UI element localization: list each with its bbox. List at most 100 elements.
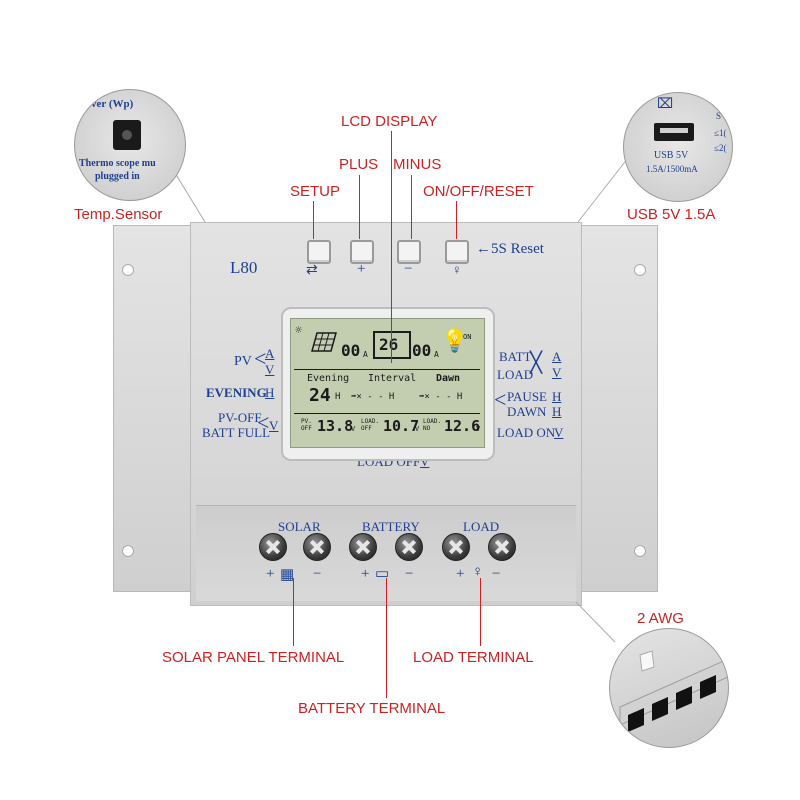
load-on-indicator: ON bbox=[463, 333, 472, 341]
lcd-screen: ☼ 00 A 26 00 A 💡 ON Evening Interval Daw… bbox=[290, 318, 485, 448]
sun-icon: ☼ bbox=[295, 323, 303, 337]
evening-label: EVENING bbox=[206, 385, 267, 400]
bracket-icon: < bbox=[257, 410, 270, 435]
dawn-header: Dawn bbox=[436, 373, 461, 384]
battery-level-value: 26 bbox=[379, 335, 399, 354]
pv-current-unit: A bbox=[363, 350, 368, 359]
setup-callout: SETUP bbox=[290, 183, 341, 200]
bracket-icon: < bbox=[254, 346, 267, 371]
callout-line bbox=[386, 578, 387, 698]
left-mounting-ear bbox=[113, 225, 195, 592]
battery-terminal-callout: BATTERY TERMINAL bbox=[298, 700, 446, 717]
bracket-icon: < bbox=[494, 387, 507, 412]
right-mounting-ear bbox=[576, 225, 658, 592]
load-label: LOAD bbox=[497, 367, 534, 382]
battery-level-box bbox=[373, 331, 411, 359]
inset-text: USB 5V bbox=[654, 150, 689, 161]
pv-unit-v: V bbox=[265, 362, 275, 377]
minus-callout: MINUS bbox=[393, 156, 442, 173]
pv-label: PV bbox=[234, 354, 252, 369]
solar-panel-icon: ▦ bbox=[280, 567, 295, 583]
solar-terminal-label: SOLAR bbox=[278, 519, 321, 534]
model-label: L80 bbox=[230, 258, 258, 277]
usb-callout: USB 5V 1.5A bbox=[627, 206, 716, 223]
battery-terminal-label: BATTERY bbox=[362, 519, 420, 534]
bulb-icon: 💡 bbox=[441, 329, 469, 354]
bulb-icon: ♀ bbox=[472, 564, 484, 580]
dc-jack-icon bbox=[113, 120, 141, 150]
load-current-value: 00 bbox=[412, 341, 432, 360]
usb-port-icon bbox=[654, 123, 694, 141]
load-on-label: LOAD ON bbox=[497, 425, 556, 440]
minus-sign: − bbox=[404, 261, 413, 277]
pv-off-label: PV-OFF bbox=[218, 410, 262, 425]
solar-negative-screw[interactable] bbox=[303, 533, 331, 561]
reset-hint: ←5S Reset bbox=[476, 241, 544, 257]
voltage-unit: V bbox=[351, 425, 356, 433]
lcd-divider bbox=[294, 413, 480, 414]
lcd-divider bbox=[294, 369, 480, 370]
setup-arrows-icon: ⇄ bbox=[306, 263, 318, 278]
load-terminal-callout: LOAD TERMINAL bbox=[413, 649, 534, 666]
interval-header: Interval bbox=[368, 373, 417, 384]
pv-current-value: 00 bbox=[341, 341, 361, 360]
pause-label: PAUSE bbox=[507, 389, 547, 404]
battery-negative-screw[interactable] bbox=[395, 533, 423, 561]
mounting-hole bbox=[634, 545, 646, 557]
callout-line bbox=[456, 201, 457, 239]
solar-panel-icon bbox=[311, 332, 337, 352]
voltage-unit: V bbox=[476, 425, 481, 433]
inset-text: 1.5A/1500mA bbox=[646, 164, 698, 174]
plus-sign: + bbox=[361, 566, 370, 582]
callout-line bbox=[480, 578, 481, 646]
awg-terminal-inset bbox=[609, 628, 729, 748]
recycle-bin-icon: ⌧ bbox=[657, 97, 674, 112]
load-off-unit: V bbox=[420, 454, 430, 469]
evening-unit: H bbox=[265, 385, 275, 400]
mounting-hole bbox=[122, 545, 134, 557]
pause-unit: H bbox=[552, 389, 562, 404]
usb-inset: ⌧ S ≤1( ≤2( USB 5V 1.5A/1500mA bbox=[623, 92, 733, 202]
evening-hours-value: 24 bbox=[309, 385, 331, 406]
pv-off-lcd-label: PV. OFF bbox=[301, 418, 312, 432]
callout-line bbox=[313, 201, 314, 239]
mounting-hole bbox=[634, 264, 646, 276]
evening-hours-unit: H bbox=[335, 392, 341, 402]
plus-button[interactable] bbox=[350, 240, 374, 264]
battery-icon: ▭ bbox=[375, 566, 390, 582]
minus-sign: − bbox=[405, 566, 414, 582]
callout-line bbox=[391, 131, 392, 363]
setup-button[interactable] bbox=[307, 240, 331, 264]
temp-sensor-inset: ver (Wp) Thermo scope mu plugged in bbox=[74, 89, 186, 201]
battery-positive-screw[interactable] bbox=[349, 533, 377, 561]
minus-button[interactable] bbox=[397, 240, 421, 264]
bulb-icon: ♀ bbox=[452, 262, 462, 277]
load-off-lcd-label: LOAD. OFF bbox=[361, 418, 380, 432]
callout-line bbox=[359, 175, 360, 239]
pv-off-voltage: 13.8 bbox=[317, 417, 354, 435]
plus-sign: + bbox=[456, 566, 465, 582]
dawn-unit: H bbox=[552, 404, 562, 419]
inset-text: Thermo scope mu bbox=[79, 158, 156, 169]
callout-line bbox=[411, 175, 412, 239]
awg-callout: 2 AWG bbox=[637, 610, 684, 627]
interval-row: ➡× - - H bbox=[351, 392, 395, 402]
voltage-unit: V bbox=[415, 425, 420, 433]
batt-label: BATT bbox=[499, 349, 532, 364]
right-unit-a: A bbox=[552, 349, 562, 364]
load-negative-screw[interactable] bbox=[488, 533, 516, 561]
dawn-label: DAWN bbox=[507, 404, 547, 419]
temp-sensor-callout: Temp.Sensor bbox=[74, 206, 163, 223]
plus-sign: + bbox=[266, 566, 275, 582]
load-positive-screw[interactable] bbox=[442, 533, 470, 561]
inset-text: ≤2( bbox=[714, 143, 727, 153]
load-on-voltage: 12.6 bbox=[444, 417, 481, 435]
on-off-reset-button[interactable] bbox=[445, 240, 469, 264]
minus-sign: − bbox=[492, 566, 501, 582]
callout-line bbox=[293, 578, 294, 646]
evening-header: Evening bbox=[307, 373, 350, 384]
solar-positive-screw[interactable] bbox=[259, 533, 287, 561]
pv-off-unit: V bbox=[269, 418, 279, 433]
on-off-reset-callout: ON/OFF/RESET bbox=[423, 183, 534, 200]
